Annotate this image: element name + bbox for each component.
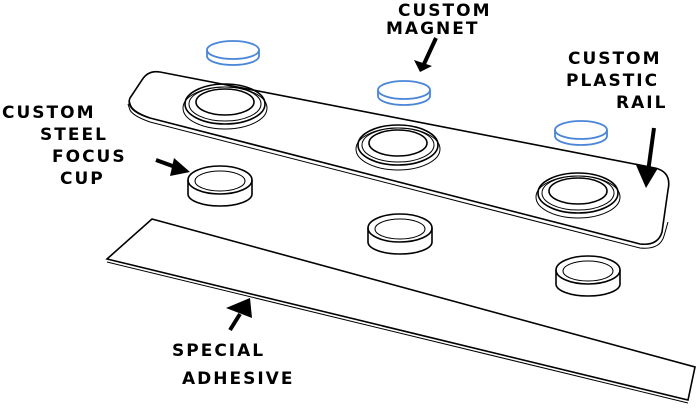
label-custom-magnet: CUSTOM MAGNET — [386, 1, 492, 39]
plastic-rail — [127, 70, 670, 249]
rail-socket-2 — [355, 124, 441, 171]
svg-text:CUP: CUP — [60, 169, 105, 189]
label-special-adhesive: SPECIAL ADHESIVE — [172, 341, 294, 389]
adhesive-strip — [105, 218, 696, 404]
rail-socket-3 — [535, 172, 621, 219]
svg-text:STEEL: STEEL — [40, 125, 108, 145]
arrow-cup-icon — [155, 158, 190, 176]
svg-text:PLASTIC: PLASTIC — [566, 71, 659, 91]
arrow-adhesive-icon — [226, 298, 252, 332]
svg-text:ADHESIVE: ADHESIVE — [182, 369, 294, 389]
magnet-2 — [377, 80, 431, 106]
arrow-rail-icon — [636, 127, 658, 188]
svg-text:FOCUS: FOCUS — [52, 147, 127, 167]
steel-cup-2 — [367, 213, 433, 255]
steel-cup-3 — [555, 255, 621, 297]
label-custom-plastic-rail: CUSTOM PLASTIC RAIL — [566, 49, 667, 113]
rail-socket-1 — [182, 83, 268, 130]
svg-text:CUSTOM: CUSTOM — [2, 103, 96, 123]
svg-text:MAGNET: MAGNET — [386, 19, 479, 39]
magnet-3 — [554, 120, 608, 146]
svg-text:RAIL: RAIL — [616, 93, 667, 113]
svg-text:CUSTOM: CUSTOM — [398, 1, 492, 21]
magnet-1 — [206, 40, 260, 66]
steel-cup-1 — [187, 165, 253, 207]
label-custom-steel-focus-cup: CUSTOM STEEL FOCUS CUP — [2, 103, 127, 189]
arrow-magnet-icon — [414, 37, 438, 72]
svg-text:CUSTOM: CUSTOM — [568, 49, 662, 69]
svg-text:SPECIAL: SPECIAL — [172, 341, 265, 361]
